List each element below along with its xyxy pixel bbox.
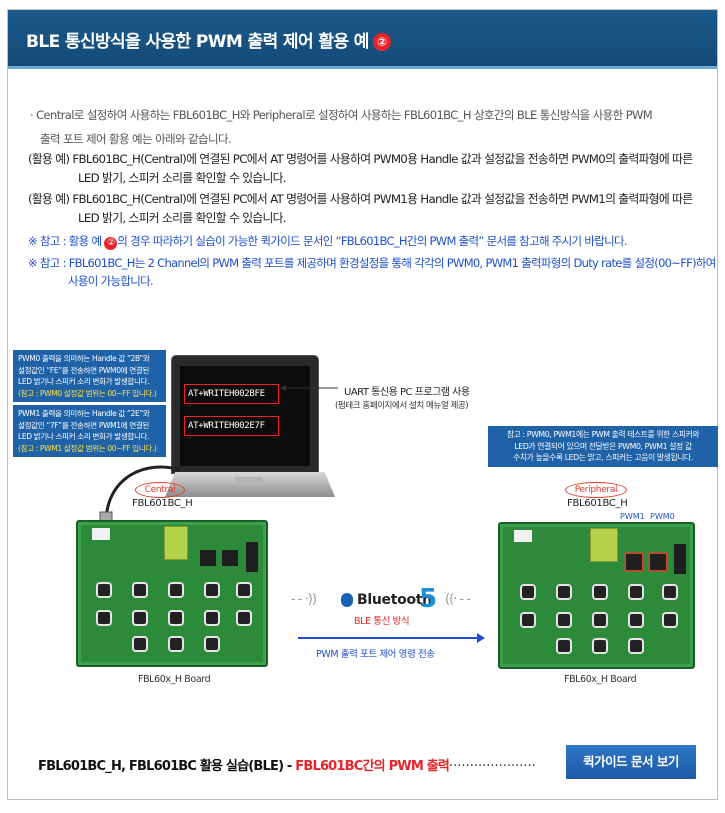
note-1-badge: ②	[104, 237, 118, 250]
pwm0-callout-line-1: PWM0 출력을 의미하는 Handle 값 “2B”와	[18, 354, 150, 363]
note-1-text: 의 경우 따라하기 실습이 가능한 퀵가이드 문서인 “FBL601BC_H간의…	[117, 234, 627, 248]
section-title-text: BLE 통신방식을 사용한 PWM 출력 제어 활용 예	[26, 32, 369, 52]
uart-program-title: UART 통신용 PC 프로그램 사용	[344, 387, 470, 398]
signal-waves-right: ((· - -	[445, 592, 471, 607]
usage-2-line-2: LED 밝기, 스피커 소리를 확인할 수 있습니다.	[78, 211, 287, 225]
pwm1-callout: PWM1 출력을 의미하는 Handle 값 “2E”와 설정값인 “7F”를 …	[13, 405, 166, 457]
usage-1-line-2: LED 밝기, 스피커 소리를 확인할 수 있습니다.	[78, 171, 287, 185]
intro-line-1: · Central로 설정하여 사용하는 FBL601BC_H와 Periphe…	[30, 108, 653, 122]
left-board-caption: FBL60x_H Board	[138, 674, 211, 685]
laptop-screen: AT+WRITEH002BFE AT+WRITEH002E7F	[171, 355, 319, 474]
right-board-name: FBL601BC_H	[567, 498, 628, 509]
note-2-line-1: ※ 참고 : FBL601BC_H는 2 Channel의 PWM 출력 포트를…	[28, 256, 716, 270]
pwm0-label: PWM0	[650, 512, 675, 521]
pwm1-callout-note: (참고 : PWM1 설정값 범위는 00~FF 입니다.)	[18, 443, 157, 453]
quick-guide-button[interactable]: 퀵가이드 문서 보기	[566, 745, 696, 779]
command-arrow-head-icon	[477, 633, 485, 643]
step-number-badge: ②	[372, 33, 391, 51]
peripheral-label: Peripheral	[565, 482, 627, 498]
at-command-pwm0: AT+WRITEH002BFE	[184, 384, 279, 404]
pwm0-callout: PWM0 출력을 의미하는 Handle 값 “2B”와 설정값인 “FE”를 …	[13, 350, 166, 402]
bluetooth-version: 5	[419, 584, 438, 614]
intro-line-2: 출력 포트 제어 활용 예는 아래와 같습니다.	[40, 132, 232, 146]
footer-title-main: FBL601BC_H, FBL601BC 활용 실습(BLE) -	[38, 759, 296, 774]
right-callout: 참고 : PWM0, PWM1에는 PWM 출력 테스트를 위한 스피커와 LE…	[488, 426, 718, 467]
intro-paragraph: · Central로 설정하여 사용하는 FBL601BC_H와 Periphe…	[30, 103, 680, 151]
terminal-window: AT+WRITEH002BFE AT+WRITEH002E7F	[180, 366, 310, 466]
pwm1-callout-line-3: LED 밝기나 스피커 소리 변화가 발생합니다.	[18, 432, 150, 441]
right-callout-line-1: 참고 : PWM0, PWM1에는 PWM 출력 테스트를 위한 스피커와	[506, 430, 700, 439]
usage-example-1: (활용 예) FBL601BC_H(Central)에 연결된 PC에서 AT …	[28, 150, 708, 188]
pwm0-callout-line-2: 설정값인 “FE”를 전송하면 PWM0에 연결된	[18, 365, 149, 375]
right-board-caption: FBL60x_H Board	[564, 674, 637, 685]
usage-2-line-1: (활용 예) FBL601BC_H(Central)에 연결된 PC에서 AT …	[28, 192, 693, 206]
right-callout-line-2: LED가 연결되어 있으며 전달받은 PWM0, PWM1 설정 값	[514, 441, 692, 451]
note-2-line-2: 사용이 가능합니다.	[68, 274, 154, 288]
bluetooth-wordmark: Bluetooth	[357, 592, 432, 608]
footer-dots: ·····················	[449, 759, 536, 774]
footer-title-highlight: FBL601BC간의 PWM 출력	[295, 759, 450, 774]
laptop-touchpad	[235, 477, 263, 485]
pwm-command-label: PWM 출력 포트 제어 명령 전송	[316, 649, 435, 660]
laptop-illustration: AT+WRITEH002BFE AT+WRITEH002E7F	[165, 355, 335, 505]
pwm1-callout-line-1: PWM1 출력을 의미하는 Handle 값 “2E”와	[18, 409, 150, 418]
ble-mode-label: BLE 통신 방식	[354, 616, 410, 627]
at-command-pwm1: AT+WRITEH002E7F	[184, 416, 279, 436]
note-2: ※ 참고 : FBL601BC_H는 2 Channel의 PWM 출력 포트를…	[28, 254, 718, 290]
right-callout-line-3: 수치가 높을수록 LED는 밝고, 스피커는 고음이 발생됩니다.	[513, 453, 693, 462]
uart-pointer-arrow	[280, 385, 338, 391]
usage-example-2: (활용 예) FBL601BC_H(Central)에 연결된 PC에서 AT …	[28, 190, 708, 228]
bluetooth-icon	[341, 593, 353, 607]
usage-1-line-1: (활용 예) FBL601BC_H(Central)에 연결된 PC에서 AT …	[28, 152, 693, 166]
pwm1-callout-line-2: 설정값인 “7F”를 전송하면 PWM1에 연결된	[18, 420, 150, 430]
right-board	[498, 522, 695, 669]
uart-program-note: (펌테크 홈페이지에서 설치 메뉴얼 제공)	[335, 401, 469, 411]
command-arrow-line	[298, 637, 480, 639]
pwm0-callout-line-3: LED 밝기나 스피커 소리 변화가 발생합니다.	[18, 377, 150, 386]
left-board	[76, 520, 268, 667]
central-label: Central	[135, 482, 185, 498]
pwm0-callout-note: (참고 : PWM0 설정값 범위는 00~FF 입니다.)	[18, 388, 157, 398]
signal-waves-left: - - ·))	[291, 592, 317, 607]
note-1-prefix: ※ 참고 : 활용 예	[28, 234, 105, 248]
pwm1-label: PWM1	[620, 512, 645, 521]
left-board-name: FBL601BC_H	[132, 498, 193, 509]
footer-title: FBL601BC_H, FBL601BC 활용 실습(BLE) - FBL601…	[38, 755, 536, 774]
